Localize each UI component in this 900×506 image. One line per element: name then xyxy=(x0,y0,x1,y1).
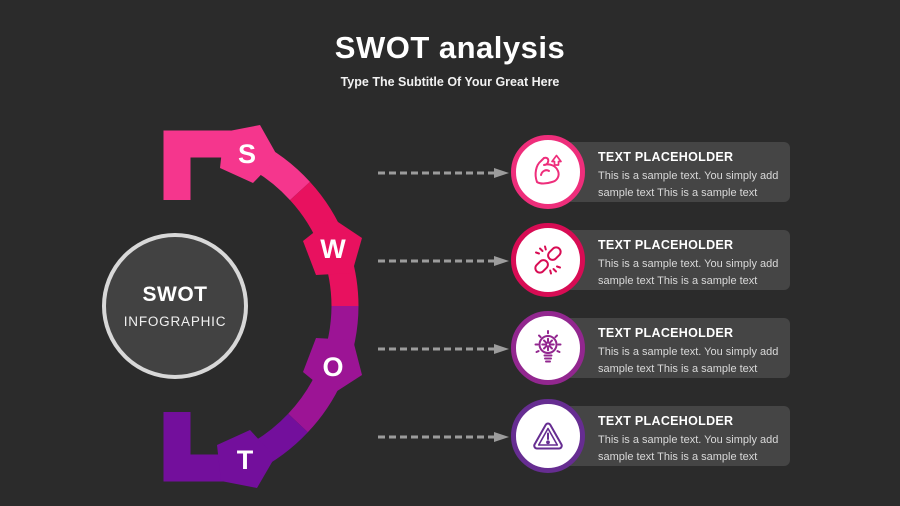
card-body: This is a sample text. You simply add sa… xyxy=(598,346,779,375)
letter-t: T xyxy=(237,445,254,475)
pentagon-o[interactable] xyxy=(303,338,362,395)
broken-link-icon xyxy=(534,245,562,275)
connector-arrow xyxy=(376,342,512,354)
arrow-head xyxy=(494,168,509,178)
swot-row: TEXT PLACEHOLDER This is a sample text. … xyxy=(0,311,900,385)
row-icon-badge[interactable] xyxy=(511,311,585,385)
card-body: This is a sample text. You simply add sa… xyxy=(598,170,779,199)
arrow-head xyxy=(494,256,509,266)
page-subtitle: Type The Subtitle Of Your Great Here xyxy=(340,75,560,89)
arrow-head xyxy=(494,432,509,442)
letter-o: O xyxy=(322,352,343,382)
letter-s: S xyxy=(238,139,256,169)
center-circle[interactable]: SWOT INFOGRAPHIC xyxy=(102,233,248,379)
bulb-gear-icon xyxy=(534,330,562,363)
warning-triangle-icon xyxy=(533,422,563,450)
row-icon-badge[interactable] xyxy=(511,135,585,209)
center-subtitle: INFOGRAPHIC xyxy=(123,314,227,329)
arrow-head xyxy=(494,344,509,354)
swot-row: TEXT PLACEHOLDER This is a sample text. … xyxy=(0,223,900,297)
pentagon-s[interactable] xyxy=(220,125,278,183)
text-card[interactable]: TEXT PLACEHOLDER This is a sample text. … xyxy=(553,318,790,378)
text-card[interactable]: TEXT PLACEHOLDER This is a sample text. … xyxy=(553,142,790,202)
swot-row: TEXT PLACEHOLDER This is a sample text. … xyxy=(0,399,900,473)
header: SWOT analysis Type The Subtitle Of Your … xyxy=(0,0,900,89)
swot-ring-diagram: S W O T xyxy=(163,125,362,488)
text-card[interactable]: TEXT PLACEHOLDER This is a sample text. … xyxy=(553,230,790,290)
pentagon-t[interactable] xyxy=(217,430,275,488)
card-body: This is a sample text. You simply add sa… xyxy=(598,434,779,463)
card-body: This is a sample text. You simply add sa… xyxy=(598,258,779,287)
page-title: SWOT analysis xyxy=(334,30,566,65)
connector-arrow xyxy=(376,430,512,442)
swot-row: TEXT PLACEHOLDER This is a sample text. … xyxy=(0,135,900,209)
bicep-arrow-icon xyxy=(534,154,562,185)
letter-w: W xyxy=(320,234,346,264)
connector-arrow xyxy=(376,254,512,266)
card-title: TEXT PLACEHOLDER xyxy=(598,150,734,164)
card-title: TEXT PLACEHOLDER xyxy=(598,238,734,252)
pentagon-w[interactable] xyxy=(303,218,362,275)
center-title: SWOT xyxy=(142,283,208,306)
row-icon-badge[interactable] xyxy=(511,223,585,297)
text-card[interactable]: TEXT PLACEHOLDER This is a sample text. … xyxy=(553,406,790,466)
row-icon-badge[interactable] xyxy=(511,399,585,473)
card-title: TEXT PLACEHOLDER xyxy=(598,414,734,428)
connector-arrow xyxy=(376,166,512,178)
card-title: TEXT PLACEHOLDER xyxy=(598,326,734,340)
